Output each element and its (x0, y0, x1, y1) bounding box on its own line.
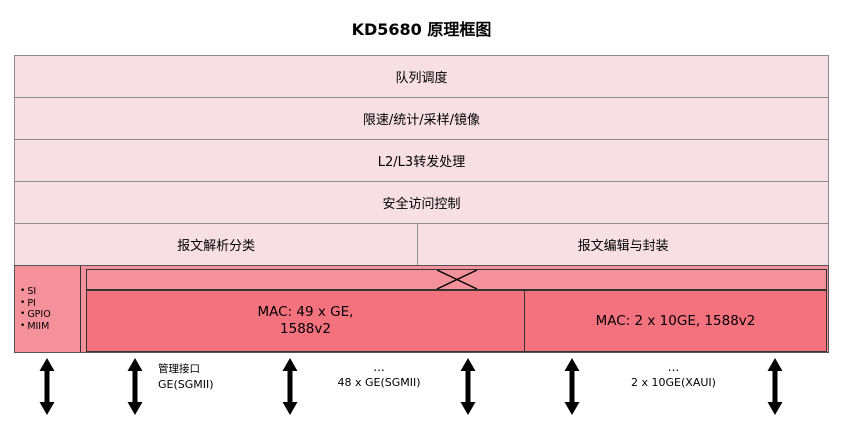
cell-label: 报文编辑与封装 (577, 239, 669, 254)
cell-label: 报文解析分类 (177, 239, 256, 254)
port-label-line2: 48 x GE(SGMII) (337, 376, 421, 389)
layer-security-access-control: 安全访问控制 (14, 181, 829, 224)
layer-label: 限速/统计/采样/镜像 (362, 113, 481, 128)
layer-queue-scheduling: 队列调度 (14, 55, 829, 98)
sidebar-item-pi: PI (20, 298, 80, 310)
mac-10ge-block: MAC: 2 x 10GE, 1588v2 (524, 290, 827, 352)
mac-ge-label: MAC: 49 x GE, 1588v2 (257, 304, 354, 337)
crossbar-strip (86, 269, 827, 290)
mac-10ge-label: MAC: 2 x 10GE, 1588v2 (595, 312, 756, 329)
port-label-line1: ... (373, 360, 385, 374)
port-label-mgmt: 管理接口 GE(SGMII) (158, 362, 214, 392)
port-label-line2: GE(SGMII) (158, 378, 214, 391)
layer-label: 安全访问控制 (382, 197, 461, 212)
parse-edit-row: 报文解析分类 报文编辑与封装 (14, 223, 829, 266)
port-arrow-ge-last (460, 358, 476, 415)
io-region: SI PI GPIO MIIM MAC: 49 x GE, 1588v2 MAC… (14, 265, 829, 353)
layer-label: 队列调度 (395, 71, 448, 86)
port-arrow-mgmt (127, 358, 143, 415)
port-label-line1: ... (667, 360, 680, 374)
block-stack: 队列调度 限速/统计/采样/镜像 L2/L3转发处理 安全访问控制 报文解析分类… (14, 55, 829, 353)
diagram-title: KD5680 原理框图 (351, 20, 492, 39)
sidebar-item-gpio: GPIO (20, 309, 80, 321)
layer-label: L2/L3转发处理 (377, 155, 466, 170)
crossbar-x-icon (436, 270, 477, 289)
port-arrow-sideband (39, 358, 55, 415)
port-arrow-10ge-first (564, 358, 580, 415)
layer-rate-stat-sample-mirror: 限速/统计/采样/镜像 (14, 97, 829, 140)
port-label-48ge: ... 48 x GE(SGMII) (290, 360, 468, 390)
io-sidebar: SI PI GPIO MIIM (15, 266, 81, 352)
port-label-2x10ge: ... 2 x 10GE(XAUI) (572, 360, 775, 390)
sidebar-item-si: SI (20, 286, 80, 298)
mac-ge-block: MAC: 49 x GE, 1588v2 (86, 290, 525, 352)
cell-packet-parse-classify: 报文解析分类 (15, 224, 419, 265)
port-arrow-ge-first (282, 358, 298, 415)
layer-l2l3-forwarding: L2/L3转发处理 (14, 139, 829, 182)
port-label-line1: 管理接口 (158, 363, 200, 375)
cell-packet-edit-encapsulate: 报文编辑与封装 (418, 224, 828, 265)
port-arrow-10ge-last (767, 358, 783, 415)
port-label-line2: 2 x 10GE(XAUI) (631, 376, 716, 389)
sidebar-item-miim: MIIM (20, 321, 80, 333)
